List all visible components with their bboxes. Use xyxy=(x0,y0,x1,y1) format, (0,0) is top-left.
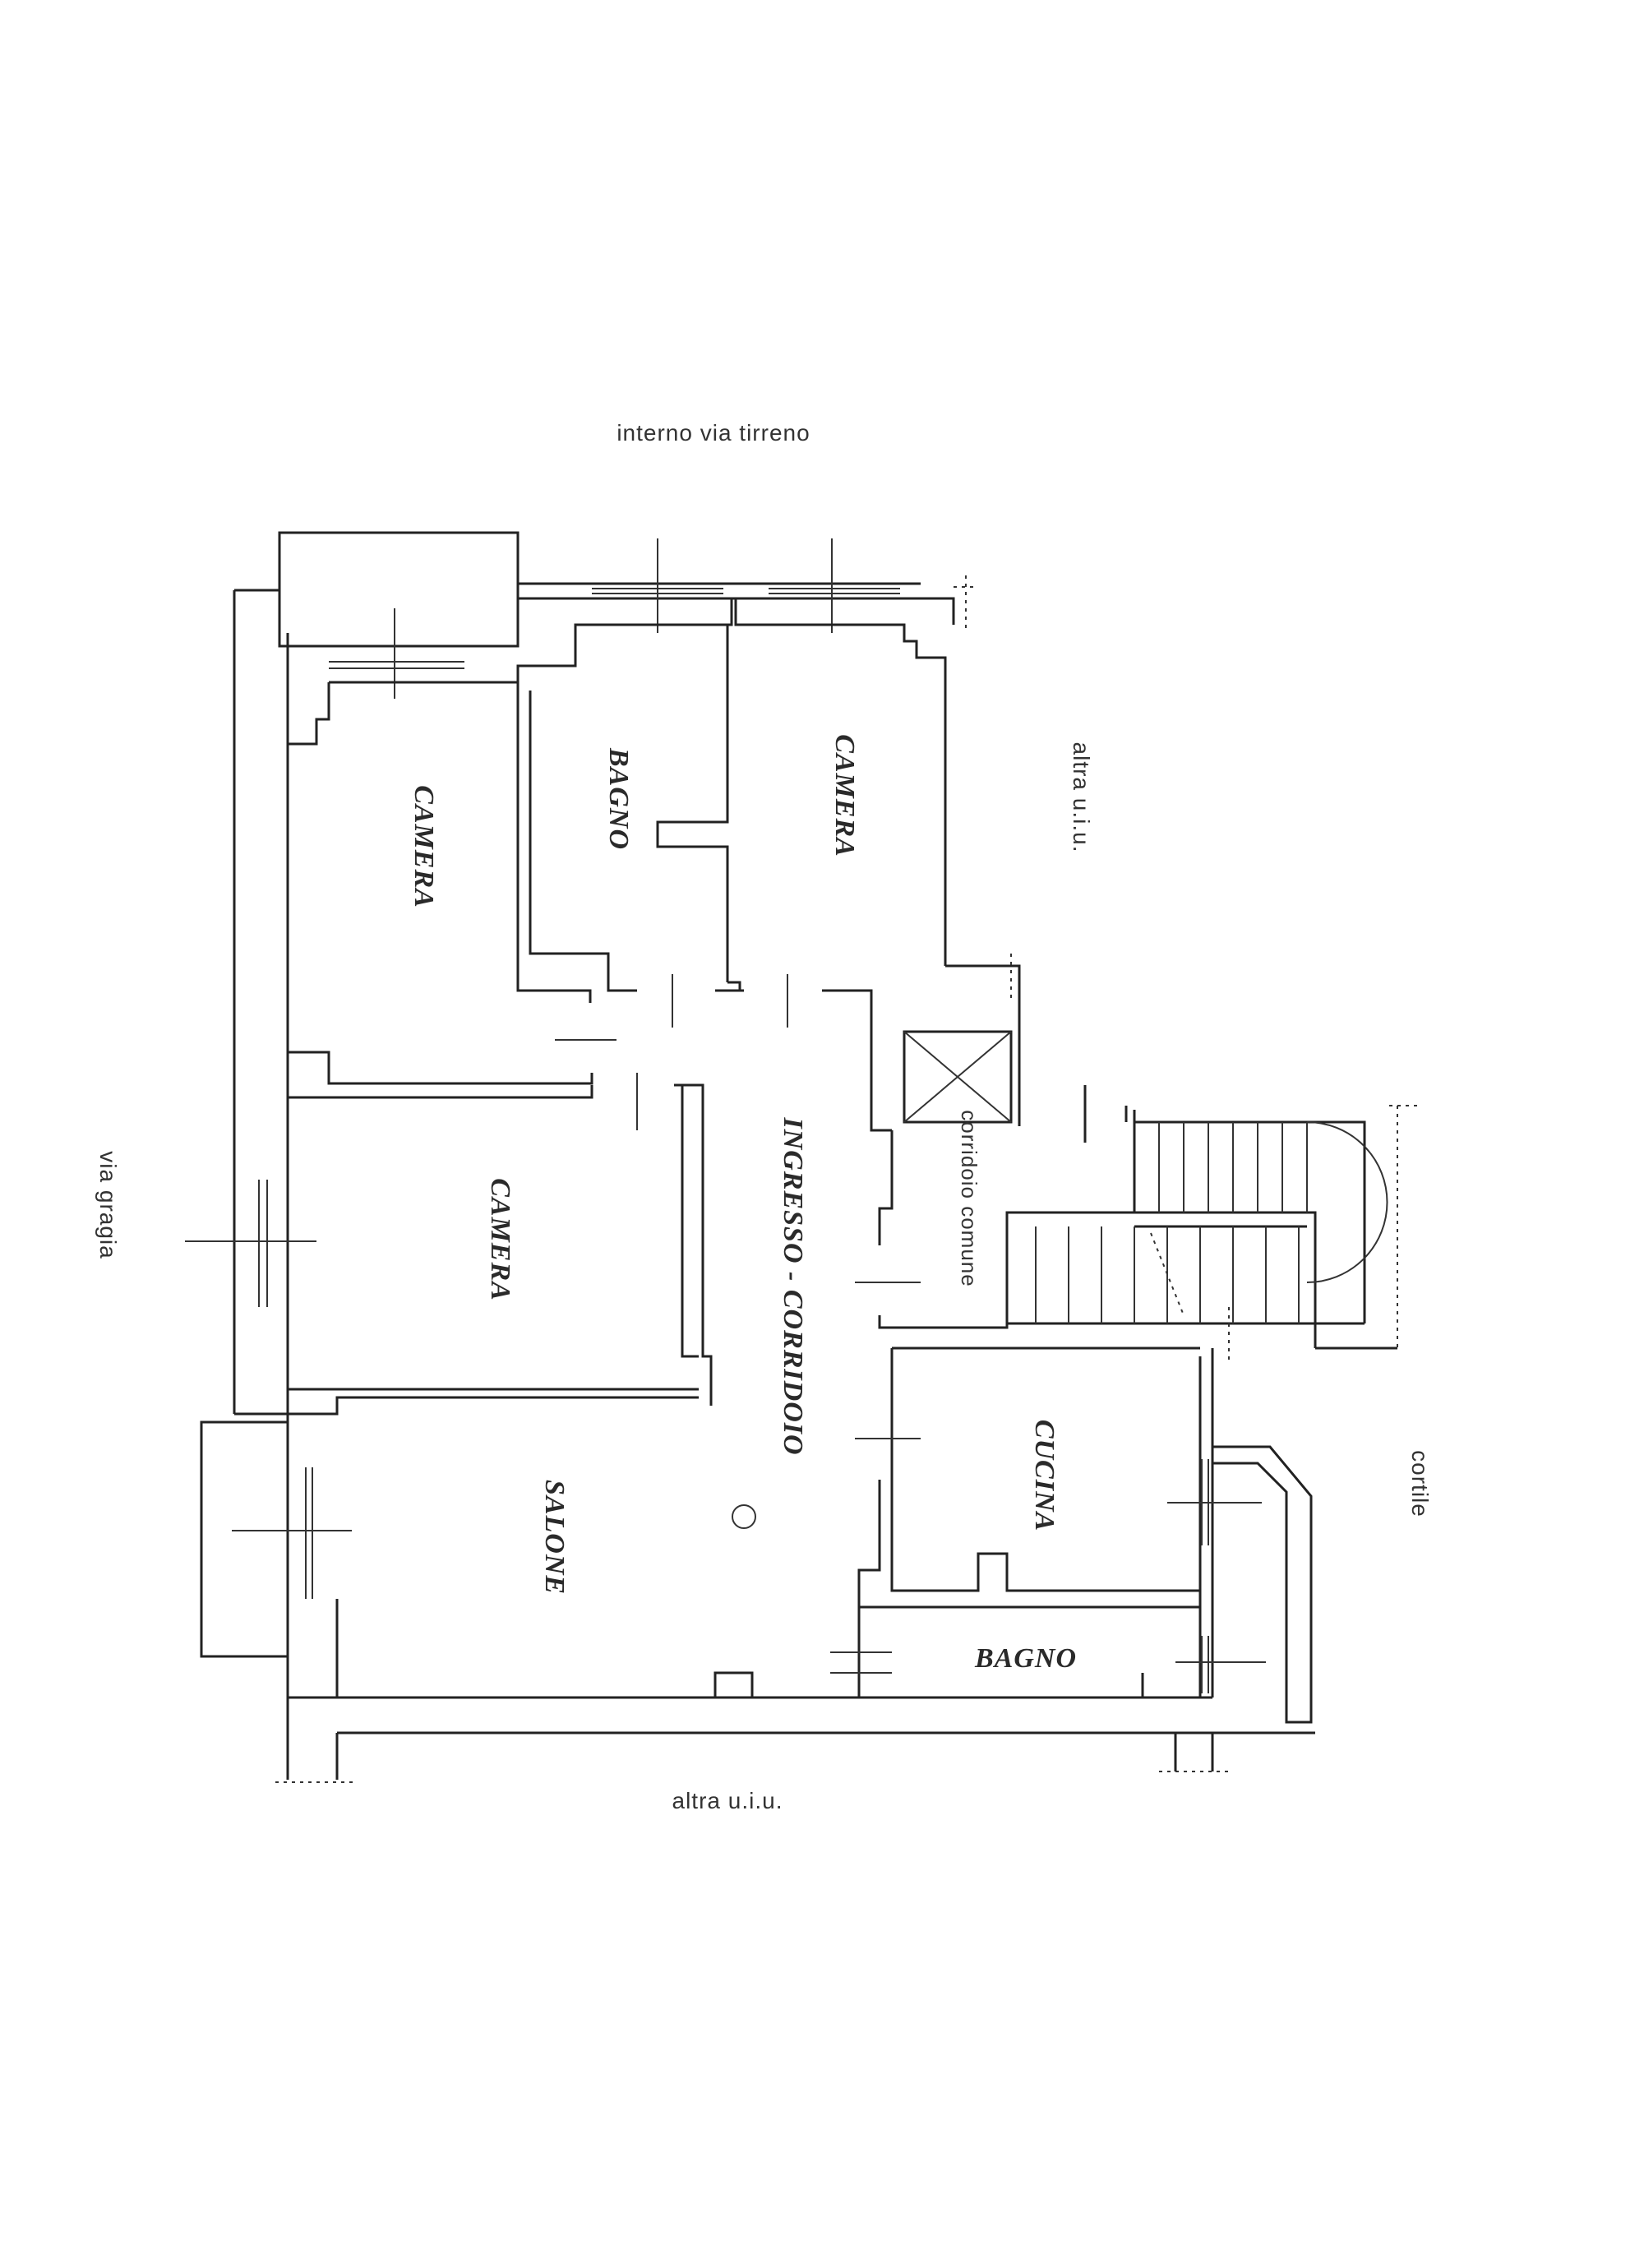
stair-treads xyxy=(1035,1122,1308,1323)
windows xyxy=(185,538,1266,1693)
room-camera-top-left: CAMERA xyxy=(409,785,439,908)
balcony-top xyxy=(278,531,520,648)
door-marks xyxy=(555,974,921,1674)
label-altra-uiu-bottom: altra u.i.u. xyxy=(672,1788,783,1813)
room-bagno-bottom: BAGNO xyxy=(974,1643,1077,1674)
interior-walls xyxy=(288,575,1418,1698)
balcony-left xyxy=(200,1420,289,1658)
label-via-gragia: via gragia xyxy=(95,1151,121,1259)
label-corridoio-comune: corridoio comune xyxy=(957,1110,981,1286)
perimeter-walls xyxy=(233,582,1315,1783)
room-ingresso-corridoio: INGRESSO - CORRIDOIO xyxy=(778,1116,808,1455)
label-altra-uiu-right: altra u.i.u. xyxy=(1069,742,1094,853)
column-marker xyxy=(732,1504,756,1529)
label-corridoio-comune-text: corridoio comune xyxy=(957,1110,981,1286)
room-camera-top-right: CAMERA xyxy=(829,734,860,857)
label-cortile: cortile xyxy=(1407,1450,1433,1517)
room-salone: SALONE xyxy=(539,1480,570,1595)
label-interno-via-tirreno: interno via tirreno xyxy=(616,420,810,446)
room-cucina: CUCINA xyxy=(1029,1420,1060,1531)
room-camera-middle: CAMERA xyxy=(485,1178,515,1301)
room-bagno-top: BAGNO xyxy=(603,747,634,850)
